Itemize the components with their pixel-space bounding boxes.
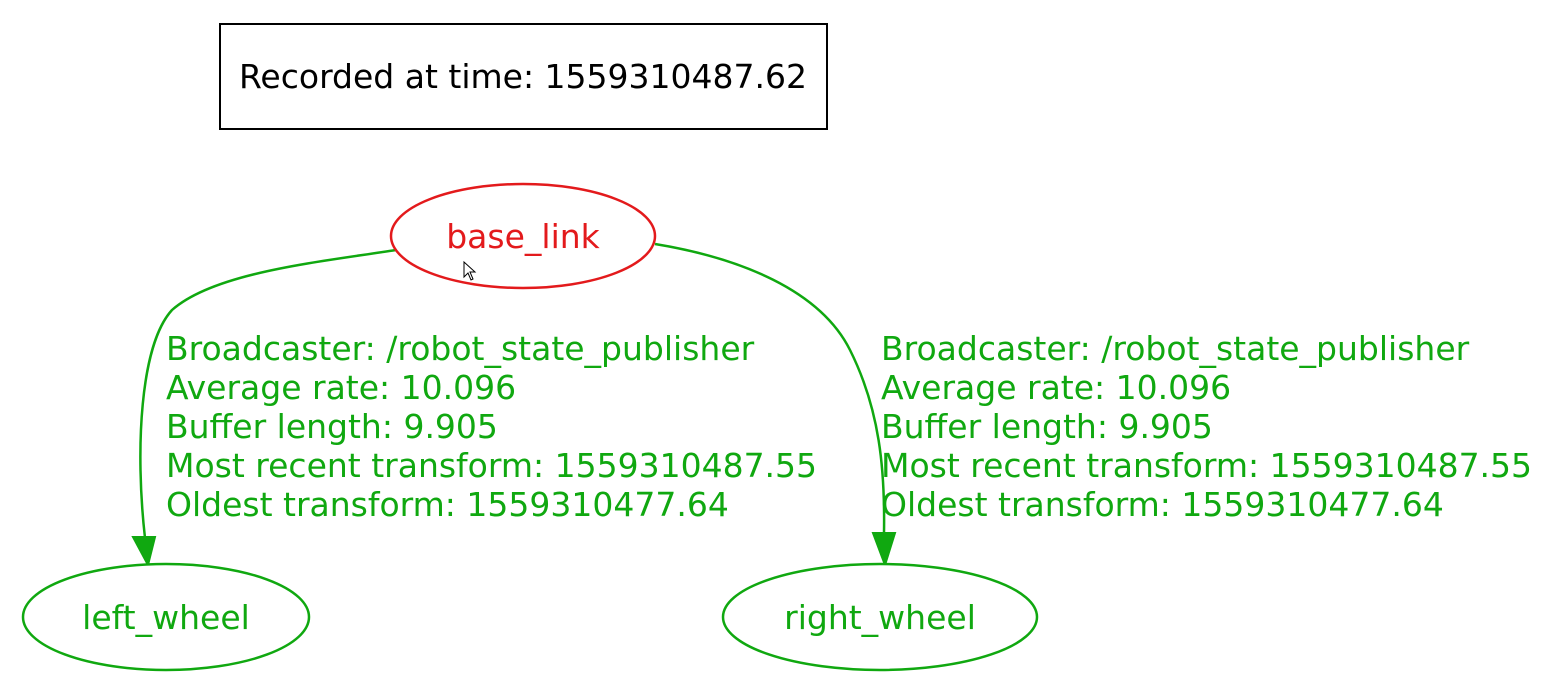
edge-left-broadcaster: Broadcaster: /robot_state_publisher	[166, 329, 755, 368]
edge-left-average-rate: Average rate: 10.096	[166, 368, 516, 407]
edge-right-most-recent: Most recent transform: 1559310487.55	[881, 446, 1532, 485]
node-right-wheel[interactable]: right_wheel	[721, 562, 1039, 672]
node-right-wheel-label: right_wheel	[784, 598, 976, 637]
edge-base-link-to-right-wheel: Broadcaster: /robot_state_publisher Aver…	[654, 242, 1543, 569]
edge-right-average-rate: Average rate: 10.096	[881, 368, 1231, 407]
edge-line-left	[139, 248, 397, 539]
recorded-time-box: Recorded at time: 1559310487.62	[219, 23, 828, 130]
edge-base-link-to-left-wheel: Broadcaster: /robot_state_publisher Aver…	[131, 248, 828, 568]
node-base-link[interactable]: base_link	[389, 182, 657, 290]
edge-label-left: Broadcaster: /robot_state_publisher Aver…	[166, 329, 828, 524]
edge-left-oldest: Oldest transform: 1559310477.64	[166, 485, 729, 524]
node-left-wheel[interactable]: left_wheel	[21, 562, 311, 672]
node-right-wheel-ellipse[interactable]	[721, 562, 1039, 672]
recorded-time-frame	[219, 23, 828, 130]
arrowhead-right-icon	[871, 532, 897, 569]
recorded-time-text: Recorded at time: 1559310487.62	[239, 57, 807, 96]
edge-right-oldest: Oldest transform: 1559310477.64	[881, 485, 1444, 524]
arrowhead-left-icon	[131, 536, 157, 568]
node-base-link-label: base_link	[446, 217, 600, 256]
edge-label-right: Broadcaster: /robot_state_publisher Aver…	[881, 329, 1543, 524]
edge-right-broadcaster: Broadcaster: /robot_state_publisher	[881, 329, 1470, 368]
edge-right-buffer-length: Buffer length: 9.905	[881, 407, 1213, 446]
edge-line-right	[654, 242, 886, 534]
node-left-wheel-label: left_wheel	[82, 598, 250, 637]
mouse-cursor-icon	[463, 260, 477, 281]
node-left-wheel-ellipse[interactable]	[21, 562, 311, 672]
node-base-link-ellipse[interactable]	[389, 182, 657, 290]
edge-left-most-recent: Most recent transform: 1559310487.55	[166, 446, 817, 485]
edge-left-buffer-length: Buffer length: 9.905	[166, 407, 498, 446]
